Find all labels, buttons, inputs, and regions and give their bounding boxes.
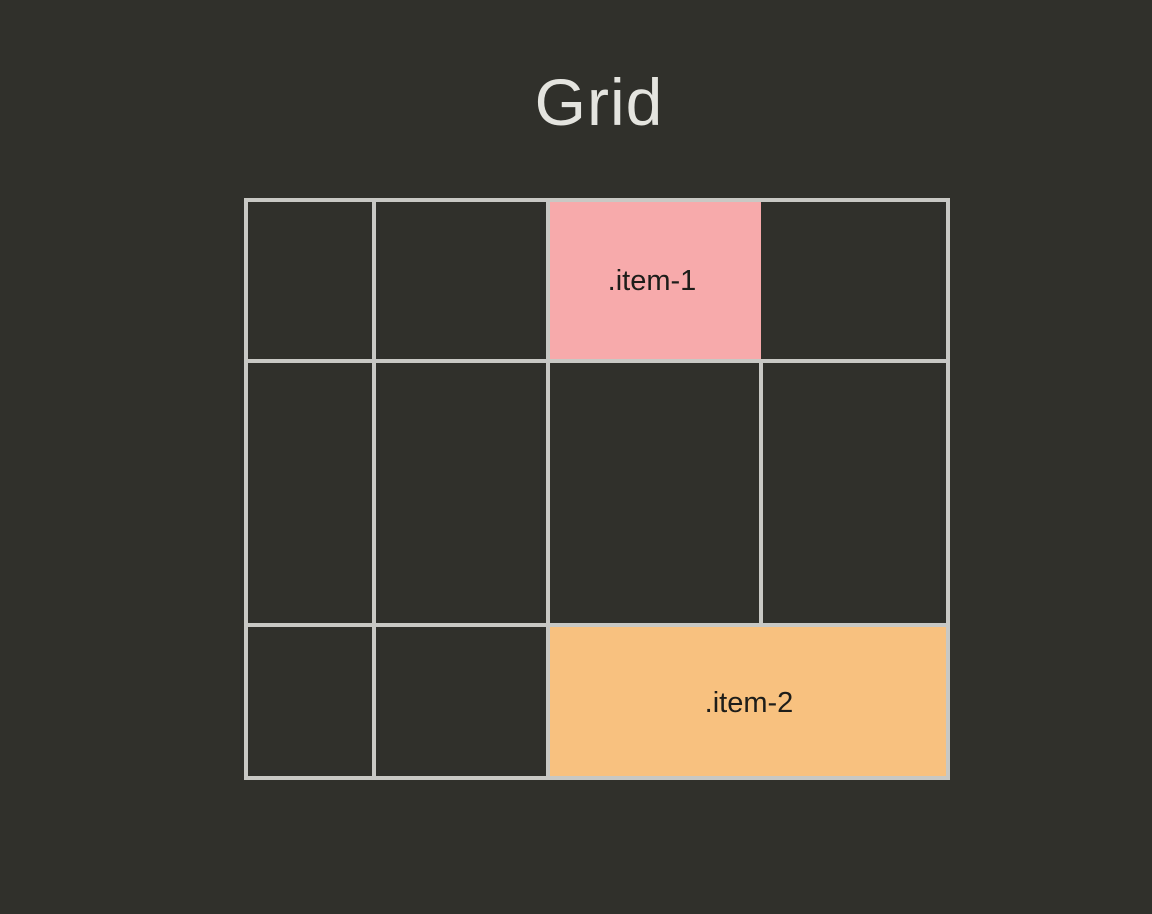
slide-title: Grid [534,65,664,139]
grid-item-1-label: .item-1 [608,265,697,297]
grid-lines [244,198,950,780]
grid-container-border [244,198,950,780]
grid-item-1 [548,200,761,361]
grid-item-2 [548,625,948,778]
grid-item-2-label: .item-2 [705,687,794,719]
